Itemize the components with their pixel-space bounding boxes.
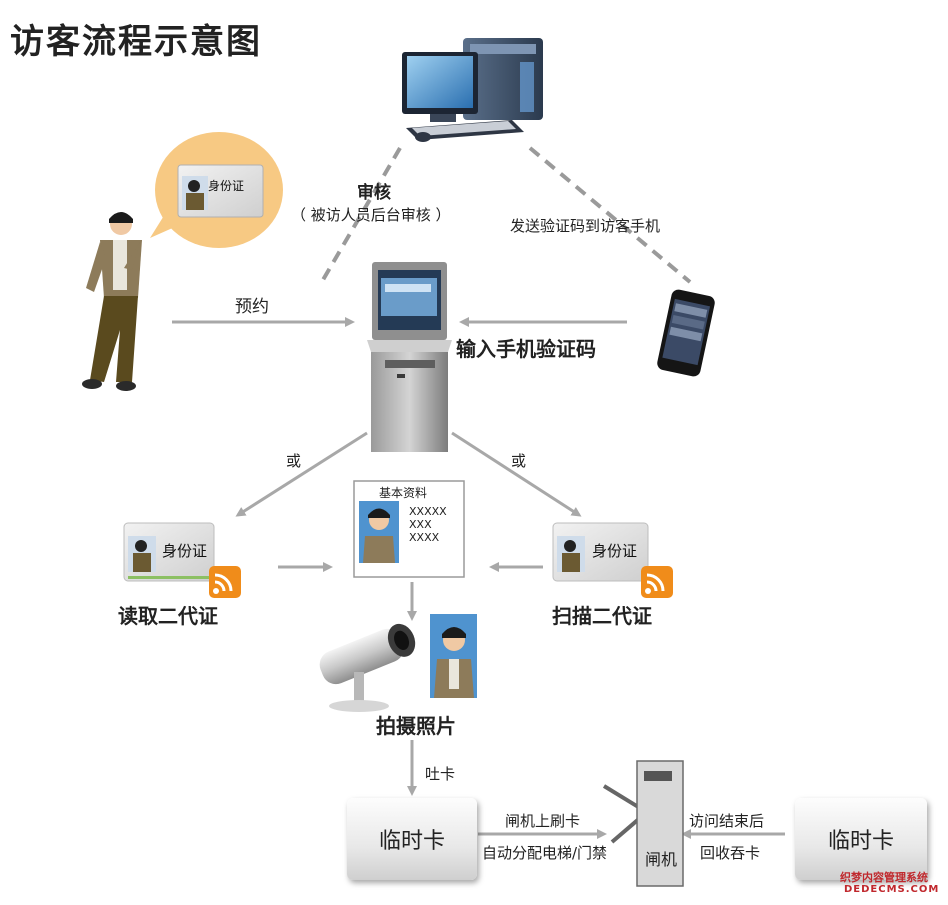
gate-swipe-label: 闸机上刷卡 [505, 812, 581, 830]
temp-card-left: 临时卡 [347, 798, 477, 880]
review-label: 审核 [357, 183, 391, 203]
id-card-right [552, 522, 649, 582]
bubble-id-card [177, 164, 264, 218]
camera-icon [319, 623, 416, 712]
id-card-right-label: 身份证 [592, 542, 638, 560]
temp-card-right-label: 临时卡 [827, 829, 894, 854]
gate-assign-label: 自动分配电梯/门禁 [482, 844, 608, 862]
info-sheet-line-2: XXX [409, 518, 432, 531]
bubble-id-card-label: 身份证 [208, 179, 245, 193]
visitor-person-icon [82, 212, 142, 391]
after-visit-label: 访问结束后 [689, 812, 765, 830]
reserve-label: 预约 [235, 297, 269, 317]
info-sheet-line-3: XXXX [409, 531, 440, 544]
or-label-right: 或 [511, 452, 527, 470]
smartphone-icon [657, 289, 715, 377]
gate-label: 闸机 [645, 850, 678, 869]
arrow-kiosk-scan [451, 431, 582, 517]
dashed-link-pc-kiosk [318, 146, 402, 287]
dispense-label: 吐卡 [425, 765, 456, 783]
info-sheet [353, 480, 465, 578]
page-title: 访客流程示意图 [10, 22, 262, 62]
info-sheet-title: 基本资料 [379, 486, 428, 500]
watermark-line-2: DEDECMS.COM [844, 884, 940, 895]
scan-id-label: 扫描二代证 [552, 604, 652, 628]
input-code-label: 输入手机验证码 [456, 337, 596, 361]
info-sheet-line-1: XXXXX [409, 505, 447, 518]
read-id-label: 读取二代证 [118, 604, 218, 628]
computer-icon [402, 38, 543, 142]
photo-label: 拍摄照片 [376, 714, 456, 738]
watermark-line-1: 织梦内容管理系统 [840, 871, 928, 884]
kiosk-terminal-icon [367, 262, 452, 452]
id-card-left-label: 身份证 [162, 542, 208, 560]
rss-icon-right [641, 566, 673, 598]
review-note: （ 被访人员后台审核 ） [291, 206, 451, 224]
send-code-label: 发送验证码到访客手机 [510, 217, 661, 235]
arrow-kiosk-read [235, 431, 368, 517]
flow-arrows [172, 317, 785, 839]
dashed-link-pc-phone [528, 146, 692, 284]
or-label-left: 或 [286, 452, 302, 470]
photo-icon [430, 614, 477, 698]
recycle-card-label: 回收吞卡 [700, 844, 761, 862]
id-card-left [123, 522, 215, 582]
temp-card-left-label: 临时卡 [378, 829, 445, 854]
turnstile-gate-icon [602, 760, 684, 887]
temp-card-right: 临时卡 [795, 798, 927, 880]
rss-icon-left [209, 566, 241, 598]
